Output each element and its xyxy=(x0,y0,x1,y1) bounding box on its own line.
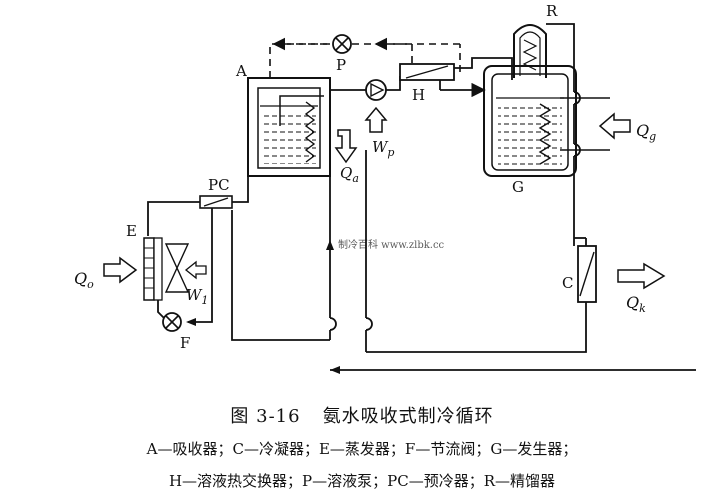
rectifier-R xyxy=(513,24,547,78)
label-R: R xyxy=(546,2,558,20)
heat-input-Qg-arrow xyxy=(598,112,631,140)
label-Qk: Qk xyxy=(626,293,646,315)
absorber-A xyxy=(247,77,331,177)
label-P: P xyxy=(336,56,346,74)
label-C: C xyxy=(562,274,573,292)
work-input-Wp-arrow xyxy=(364,106,388,133)
figure-title: 图 3-16 氨水吸收式制冷循环 xyxy=(0,402,724,428)
label-Wp: Wp xyxy=(372,138,394,159)
generator-G xyxy=(483,65,577,177)
label-F: F xyxy=(180,334,190,352)
watermark: 制冷百科 www.zlbk.cc xyxy=(338,238,445,251)
label-Qa: Qa xyxy=(340,164,359,185)
label-A: A xyxy=(235,62,247,80)
label-E: E xyxy=(126,222,137,240)
evaporator-E xyxy=(143,237,163,301)
label-PC: PC xyxy=(208,176,230,194)
label-G: G xyxy=(512,178,524,196)
heat-exchanger-H xyxy=(399,63,455,81)
label-Qg: Qg xyxy=(636,121,656,143)
legend-line-2: H—溶液热交换器；P—溶液泵；PC—预冷器；R—精馏器 xyxy=(168,472,556,490)
heat-rejection-Qa-arrow xyxy=(334,129,358,164)
refrigerant-vapor-dashed-line xyxy=(269,43,330,78)
heat-input-Qo-arrow xyxy=(103,256,138,284)
label-W1: W1 xyxy=(186,286,208,307)
legend-line-1: A—吸收器；C—冷凝器；E—蒸发器；F—节流阀；G—发生器； xyxy=(146,440,578,458)
heat-rejection-Qk-arrow xyxy=(617,262,666,290)
figure-title-text: 氨水吸收式制冷循环 xyxy=(322,406,494,427)
condenser-C xyxy=(577,245,597,303)
solution-pump xyxy=(365,79,387,101)
label-H: H xyxy=(412,86,425,104)
work-input-W1-arrow xyxy=(184,260,207,280)
valve-P xyxy=(332,34,352,54)
absorption-cycle-diagram: A R G P H Wp xyxy=(74,2,696,374)
figure-number: 图 3-16 xyxy=(230,406,301,427)
precooler-PC xyxy=(199,195,233,209)
label-Qo: Qo xyxy=(74,269,94,291)
throttle-valve-F xyxy=(162,312,182,332)
